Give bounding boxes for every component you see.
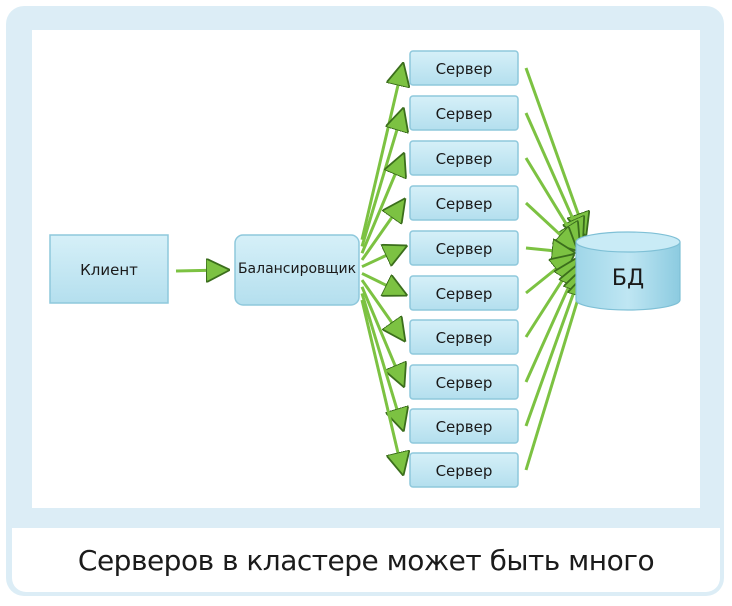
server-node: Сервер [409, 230, 519, 266]
caption-bar [12, 528, 720, 592]
client-label: Клиент [80, 261, 138, 279]
server-label: Сервер [436, 418, 493, 436]
server-node: Сервер [409, 319, 519, 355]
server-label: Сервер [436, 105, 493, 123]
server-node: Сервер [409, 452, 519, 488]
server-label: Сервер [436, 60, 493, 78]
balancer-to-server-arrow [360, 113, 402, 247]
db-node: БД [575, 231, 681, 311]
server-node: Сервер [409, 185, 519, 221]
server-label: Сервер [436, 285, 493, 303]
db-label: БД [612, 266, 644, 291]
server-node: Сервер [409, 95, 519, 131]
balancer-to-server-arrow [360, 68, 402, 241]
server-to-db-arrow [524, 67, 584, 231]
balancer-label: Балансировщик [238, 261, 356, 277]
server-node: Сервер [409, 364, 519, 400]
server-label: Сервер [436, 150, 493, 168]
server-to-db-arrow [525, 258, 570, 295]
server-label: Сервер [436, 195, 493, 213]
client-node: Клиент [49, 234, 169, 304]
caption: Серверов в кластере может быть много [77, 543, 655, 577]
server-node: Сервер [409, 275, 519, 311]
balancer-to-server-arrow [361, 272, 402, 293]
arrows-group [175, 67, 584, 471]
balancer-to-server-arrow [360, 279, 402, 337]
client-to-balancer-arrow [175, 270, 224, 271]
balancer-to-server-arrow [361, 248, 402, 269]
server-node: Сервер [409, 140, 519, 176]
server-to-db-arrow [524, 279, 584, 471]
server-label: Сервер [436, 240, 493, 258]
server-label: Сервер [436, 462, 493, 480]
server-to-db-arrow [525, 248, 570, 252]
server-node: Сервер [409, 408, 519, 444]
balancer-node: Балансировщик [234, 234, 360, 306]
server-label: Сервер [436, 374, 493, 392]
server-label: Сервер [436, 329, 493, 347]
server-node: Сервер [409, 50, 519, 86]
server-to-db-arrow [524, 112, 581, 236]
balancer-to-server-arrow [360, 158, 402, 254]
servers-group: СерверСерверСерверСерверСерверСерверСерв… [409, 50, 519, 488]
balancer-to-server-arrow [360, 286, 402, 382]
balancer-to-server-arrow [360, 292, 402, 426]
balancer-to-server-arrow [360, 299, 402, 470]
balancer-to-server-arrow [360, 203, 402, 261]
